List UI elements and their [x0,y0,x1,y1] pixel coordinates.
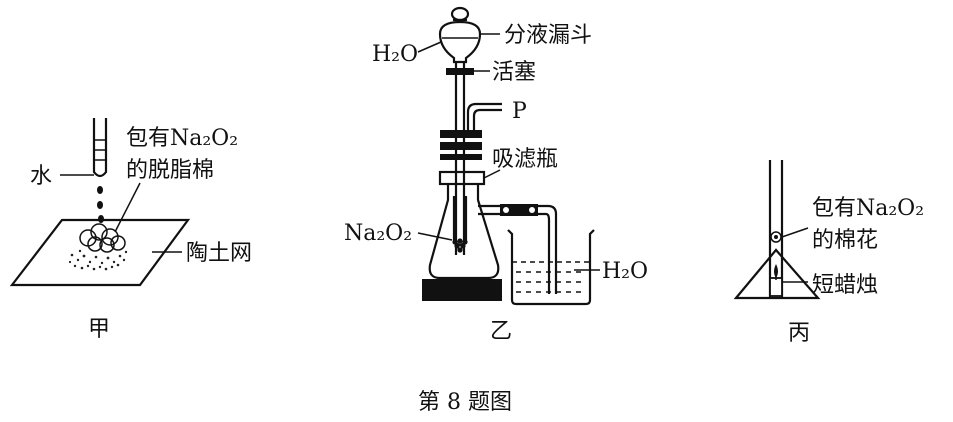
panel-yi: H₂O 分液漏斗 活塞 P 吸滤瓶 Na₂O₂ [344,6,648,344]
flask-pointer [483,169,501,179]
water-top-label: H₂O [372,42,418,67]
figure-caption: 第 8 题图 [418,390,512,415]
triangle-stand [733,248,821,300]
caption-bing: 丙 [788,321,810,346]
base-platform [422,279,502,301]
flask-label: 吸滤瓶 [492,147,558,172]
dropper-icon [92,118,108,223]
panel-bing: 包有Na₂O₂ 的棉花 短蜡烛 丙 [733,160,924,346]
cotton-icon [79,223,126,253]
filter-flask [428,184,500,280]
separatory-funnel-icon [438,6,482,255]
cotton-icon [770,231,782,243]
cotton-label-line2: 的脱脂棉 [126,158,214,183]
gauze-label: 陶土网 [186,241,252,266]
water-top-pointer [417,41,442,53]
na2o2-label: Na₂O₂ [344,221,412,246]
rubber-tubing [500,204,538,216]
cotton-label-line2: 的棉花 [812,228,878,253]
caption-yi: 乙 [490,319,512,344]
cotton-pointer [781,227,809,238]
cotton-pointer [114,182,141,233]
caption-jia: 甲 [88,317,110,342]
clamp [438,170,486,186]
beaker-icon [507,229,595,306]
candle-label: 短蜡烛 [812,273,878,298]
ceramic-gauze [9,218,191,287]
cotton-label-line1: 包有Na₂O₂ [126,126,238,151]
na2o2-beads [452,238,468,253]
p-label: P [512,99,527,124]
rubber-stopper [440,130,482,160]
funnel-label: 分液漏斗 [504,23,592,48]
cotton-label-line1: 包有Na₂O₂ [812,196,924,221]
candle-icon [769,264,783,297]
stopcock-label: 活塞 [492,60,536,85]
panel-jia: 水 包有Na₂O₂ 的脱脂棉 陶土网 甲 [9,118,252,342]
water-label: 水 [30,164,52,189]
na2o2-pointer [417,232,453,241]
water-beaker-label: H₂O [602,259,648,284]
powder-speckles [68,249,128,271]
